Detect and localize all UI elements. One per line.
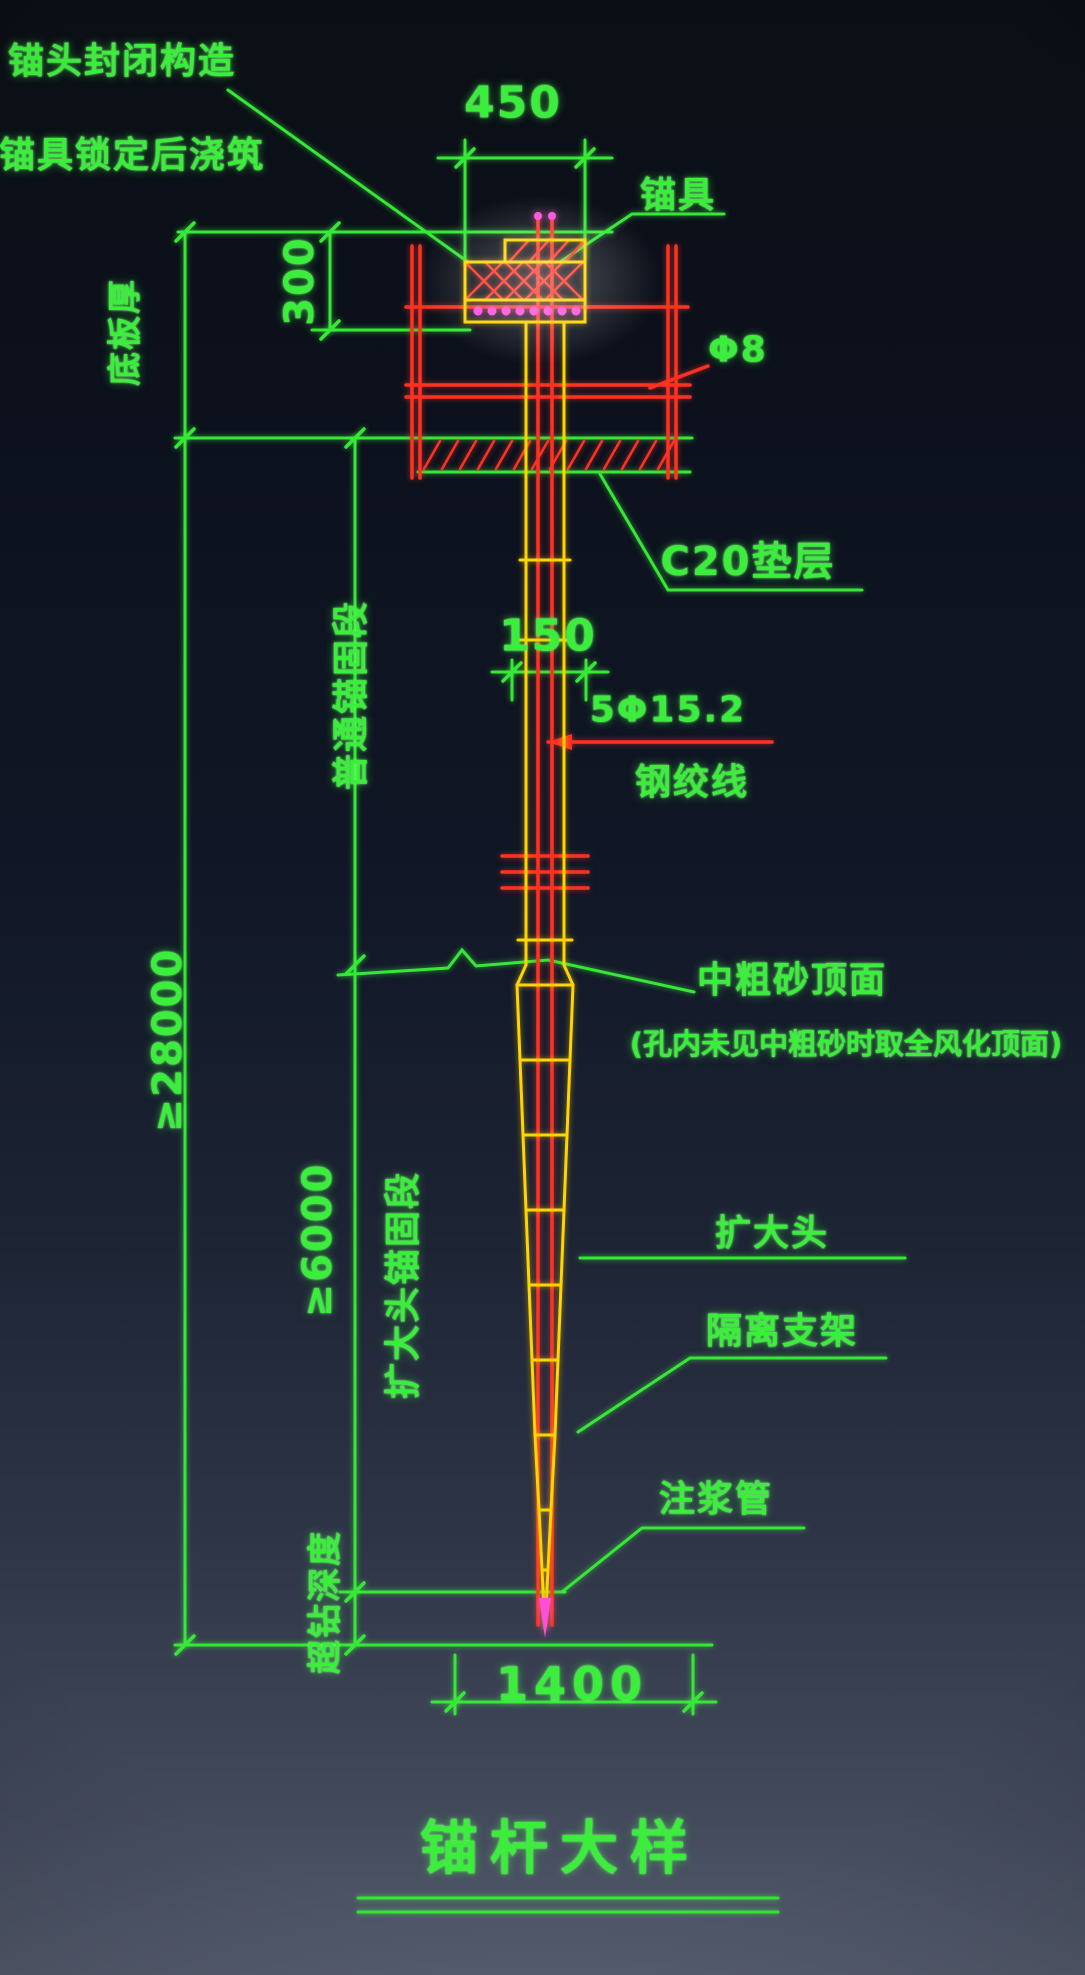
- dimension-top-width: 450: [464, 77, 562, 129]
- label-steel-strand: 钢绞线: [634, 762, 750, 803]
- label-slab-thickness: 底板厚: [105, 278, 146, 386]
- label-sand-top-surface: 中粗砂顶面: [696, 960, 888, 1001]
- label-isolation-bracket: 隔离支架: [705, 1311, 859, 1352]
- label-anchor-device: 锚具: [639, 175, 717, 216]
- drawing-title: 锚杆大样: [419, 1814, 701, 1882]
- yellow-plate-and-casing: [463, 238, 587, 1630]
- label-phi8-bar: Φ8: [708, 329, 768, 371]
- label-anchor-head-closure: 锚头封闭构造: [7, 41, 237, 82]
- label-enlarged-head: 扩大头: [714, 1213, 830, 1254]
- magenta-details: [473, 212, 581, 1638]
- dimension-bottom-width: 1400: [495, 1657, 649, 1711]
- label-c20-cushion: C20垫层: [660, 539, 836, 585]
- dimension-total-length: ≥28000: [145, 947, 191, 1133]
- label-cast-after-lock: 锚具锁定后浇筑: [0, 135, 266, 176]
- cushion-hatch: [422, 439, 676, 471]
- label-strand-spec: 5Φ15.2: [589, 689, 747, 731]
- label-enlarged-anchorage: 扩大头锚固段: [383, 1170, 424, 1400]
- dimension-hole-diameter: 150: [499, 610, 597, 662]
- label-sand-note: (孔内未见中粗砂时取全风化顶面): [629, 1027, 1063, 1061]
- label-overdrill-depth: 超钻深度: [305, 1530, 346, 1674]
- dimension-tick-marks: [174, 147, 704, 1713]
- green-dimension-lines: [173, 88, 907, 1914]
- dimension-enlarged-length: ≥6000: [295, 1162, 341, 1318]
- dimension-head-height: 300: [277, 236, 323, 326]
- label-grouting-pipe: 注浆管: [658, 1479, 774, 1520]
- red-rod-and-rebar: [404, 216, 774, 1627]
- label-ordinary-anchorage: 普通锚固段: [331, 599, 372, 791]
